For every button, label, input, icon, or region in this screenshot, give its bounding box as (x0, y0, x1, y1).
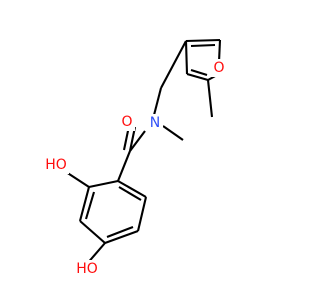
atom-hydroxyl-2: HO (43, 156, 69, 174)
bond-n-carbonyl (129, 130, 146, 152)
bond-ring-c6-c1-double (118, 186, 142, 201)
bond-ring-c2-c3 (78, 186, 91, 222)
bond-furan-c3-c4 (184, 40, 189, 75)
bond-furan-ch2 (160, 40, 187, 89)
bond-n-methyl (162, 125, 184, 141)
molecule-diagram: O N O HO HO (43, 38, 227, 278)
bond-ring-c3-c4 (79, 220, 106, 244)
bond-furan-c2-c3-double (190, 43, 216, 48)
atom-amide-nitrogen: N (147, 114, 163, 132)
bond-ring-c4-c5 (104, 230, 139, 244)
bond-ring-c1-c2 (88, 179, 119, 189)
hydroxyl-4-label: HO (76, 261, 98, 277)
atom-furan-oxygen: O (211, 59, 227, 77)
benzene-ring (62, 169, 148, 266)
amide-nitrogen-label: N (150, 115, 160, 131)
bond-furan-c4-c5-double (190, 68, 208, 77)
hydroxyl-2-label: HO (45, 157, 67, 173)
bond-ring-c6-c1 (117, 180, 147, 198)
bond-ring-c2-c3-double (84, 191, 96, 220)
furan-oxygen-label: O (213, 60, 224, 76)
bond-ring-c5-c6 (136, 196, 148, 232)
atom-hydroxyl-4: HO (74, 260, 100, 278)
bond-ch2-n (151, 87, 163, 120)
bond-furan-c4-c5 (186, 72, 209, 82)
furan-ring (184, 38, 222, 82)
carbonyl-oxygen-label: O (121, 114, 132, 130)
bond-furan-c2-c3 (185, 38, 221, 43)
bond-furan-methyl (206, 79, 214, 118)
bond-furan-o-c2 (217, 39, 222, 63)
structure-canvas: O N O HO HO (43, 38, 227, 278)
bond-ring-c4-c5-double (106, 226, 134, 238)
chain-bonds (117, 40, 214, 182)
atom-carbonyl-oxygen: O (119, 113, 135, 131)
bond-carbonyl-ring (117, 150, 131, 182)
